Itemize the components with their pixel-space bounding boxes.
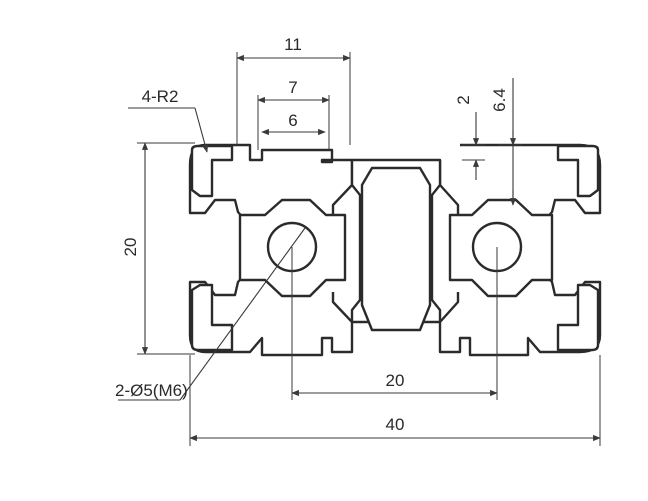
- center-core: [360, 166, 432, 332]
- label-lip: 2: [454, 95, 473, 104]
- extrusion-profile: [188, 143, 602, 357]
- label-slot-inner: 6: [288, 111, 297, 130]
- dim-lip: 2: [454, 95, 485, 180]
- dim-hole-spacing: 20: [291, 247, 498, 400]
- dim-holes: 2-Ø5(M6): [115, 227, 306, 401]
- dim-height: 20: [121, 142, 195, 355]
- label-slot-outer: 11: [284, 35, 302, 54]
- dim-width: 40: [189, 355, 601, 446]
- label-slot-depth: 6.4: [490, 88, 509, 112]
- label-hole-spacing: 20: [386, 371, 405, 390]
- corner-bottom-right: [556, 283, 600, 352]
- label-corner-radius: 4-R2: [142, 87, 179, 106]
- corner-bottom-left: [190, 283, 234, 352]
- label-slot-middle: 7: [288, 78, 297, 97]
- dim-slot-outer: 11: [236, 35, 351, 145]
- dim-corner-radius: 4-R2: [128, 87, 209, 153]
- label-width: 40: [386, 415, 405, 434]
- dim-slot-inner: 6: [261, 111, 326, 136]
- dim-slot-depth: 6.4: [490, 78, 522, 206]
- label-height: 20: [121, 238, 140, 257]
- dim-slot-middle: 7: [257, 78, 330, 150]
- corner-top-right: [556, 144, 600, 198]
- corner-top-left: [190, 144, 234, 198]
- label-holes: 2-Ø5(M6): [115, 381, 188, 400]
